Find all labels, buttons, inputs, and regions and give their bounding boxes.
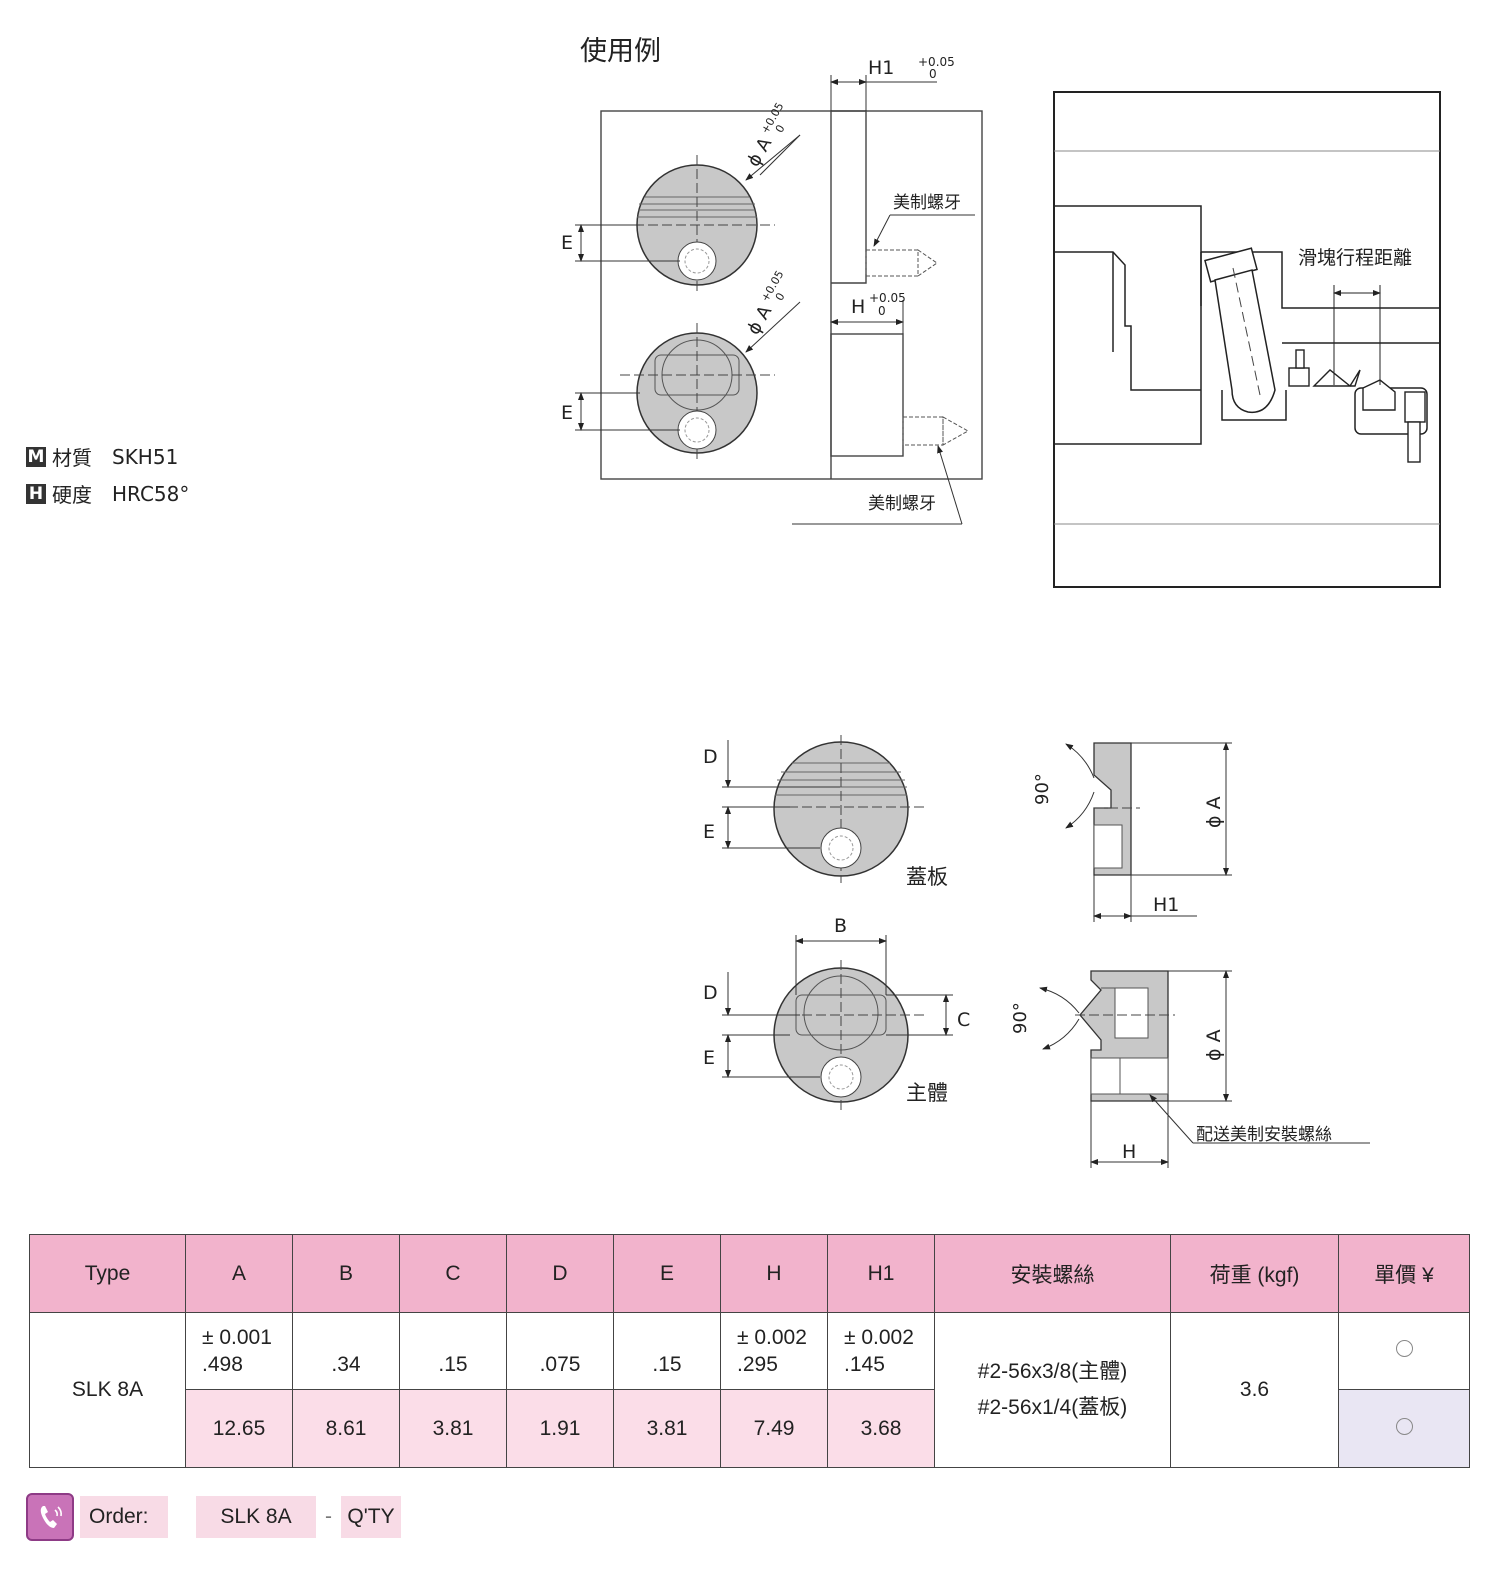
usage-h-tol-plus: +0.05: [869, 291, 906, 305]
usage-screws: [865, 249, 970, 446]
order-line: Order: SLK 8A - Q'TY: [26, 1493, 401, 1541]
cell-h1-mm: 3.68: [827, 1389, 935, 1468]
hardness-line: H 硬度 HRC58°: [26, 479, 189, 508]
order-qty-field[interactable]: Q'TY: [341, 1496, 401, 1538]
usage-h1-label: H1: [868, 57, 894, 79]
cell-h1-inch: ± 0.002.145: [827, 1312, 935, 1390]
cover-angle-label: 90°: [1032, 773, 1053, 805]
svg-text:ϕ A: ϕ A: [743, 302, 776, 339]
body-phiA-label: ϕ A: [1203, 1029, 1225, 1061]
cover-phiA-label: ϕ A: [1203, 796, 1225, 828]
body-h-label: H: [1122, 1141, 1136, 1163]
usage-h-tol-zero: 0: [878, 304, 886, 318]
order-label: Order:: [80, 1496, 168, 1538]
usage-thread-label-1: 美制螺牙: [893, 193, 961, 213]
header-screw: 安裝螺絲: [934, 1234, 1171, 1313]
usage-h1-tol-zero: 0: [929, 67, 937, 81]
header-e: E: [613, 1234, 721, 1313]
header-d: D: [506, 1234, 614, 1313]
table-row-metric: 12.65 8.61 3.81 1.91 3.81 7.49 3.68: [30, 1389, 1470, 1468]
cell-c-inch: .15: [399, 1312, 507, 1390]
cell-a-inch: ± 0.001.498: [185, 1312, 293, 1390]
header-load: 荷重 (kgf): [1170, 1234, 1339, 1313]
cover-plate-side: [1093, 742, 1140, 876]
body-label: 主體: [906, 1081, 948, 1105]
body-e-label: E: [703, 1047, 715, 1069]
body-side: [1075, 970, 1175, 1102]
header-b: B: [292, 1234, 400, 1313]
cell-b-inch: .34: [292, 1312, 400, 1390]
usage-title: 使用例: [580, 36, 661, 67]
cell-h-mm: 7.49: [720, 1389, 828, 1468]
body-front: [760, 960, 925, 1110]
cell-e-mm: 3.81: [613, 1389, 721, 1468]
usage-body: [620, 323, 775, 463]
header-c: C: [399, 1234, 507, 1313]
svg-text:0: 0: [773, 291, 788, 304]
usage-cover-plate: [620, 155, 775, 295]
hardness-badge: H: [26, 483, 46, 504]
table-header-row: Type A B C D E H H1 安裝螺絲 荷重 (kgf) 單價 ¥: [29, 1234, 1470, 1313]
cell-b-mm: 8.61: [292, 1389, 400, 1468]
screws-included-label: 配送美制安裝螺絲: [1196, 1125, 1332, 1145]
usage-e-label-2: E: [561, 402, 573, 424]
usage-e-label-1: E: [561, 232, 573, 254]
material-line: M 材質 SKH51: [26, 442, 178, 471]
usage-phiA-bottom: ϕ A +0.05 0: [743, 268, 788, 339]
header-a: A: [185, 1234, 293, 1313]
phone-icon: [26, 1493, 74, 1541]
price-circle-icon: [1395, 1417, 1413, 1435]
hardness-label: 硬度: [52, 483, 92, 507]
usage-h1-tol-plus: +0.05: [918, 55, 955, 69]
hardness-value: HRC58°: [112, 481, 190, 506]
order-dash: -: [325, 1505, 332, 1528]
angular-pin: [1204, 247, 1276, 414]
body-b-label: B: [834, 915, 847, 937]
cell-c-mm: 3.81: [399, 1389, 507, 1468]
material-badge: M: [26, 446, 46, 467]
cell-d-inch: .075: [506, 1312, 614, 1390]
slide-locks: [1288, 349, 1426, 463]
header-h: H: [720, 1234, 828, 1313]
cell-type: SLK 8A: [29, 1312, 186, 1468]
cover-d-label: D: [703, 746, 718, 768]
cell-load: 3.6: [1170, 1312, 1339, 1468]
cell-h-inch: ± 0.002.295: [720, 1312, 828, 1390]
cover-h1-label: H1: [1153, 894, 1179, 916]
material-value: SKH51: [112, 444, 179, 469]
technical-drawing: 使用例: [561, 36, 1441, 1168]
svg-text:0: 0: [773, 123, 788, 136]
header-price: 單價 ¥: [1338, 1234, 1470, 1313]
cell-e-inch: .15: [613, 1312, 721, 1390]
cell-a-mm: 12.65: [185, 1389, 293, 1468]
usage-h-label: H: [851, 296, 865, 318]
cover-plate-label: 蓋板: [906, 865, 948, 889]
spec-table: Type A B C D E H H1 安裝螺絲 荷重 (kgf) 單價 ¥ S…: [29, 1234, 1470, 1468]
body-c-label: C: [957, 1009, 970, 1031]
slide-travel-label: 滑塊行程距離: [1298, 247, 1412, 269]
header-type: Type: [29, 1234, 186, 1313]
cover-e-label: E: [703, 821, 715, 843]
cell-price-2: [1338, 1389, 1470, 1468]
mold-section: [1053, 91, 1441, 588]
svg-text:ϕ A: ϕ A: [743, 134, 776, 171]
cell-price-1: [1338, 1312, 1470, 1390]
cover-plate-front: [760, 735, 925, 883]
material-label: 材質: [52, 446, 92, 470]
cell-screws: #2-56x3/8(主體)#2-56x1/4(蓋板): [934, 1312, 1171, 1468]
header-h1: H1: [827, 1234, 935, 1313]
table-row-inch: SLK 8A ± 0.001.498 .34 .15 .075 .15 ± 0.…: [29, 1312, 1470, 1468]
cell-d-mm: 1.91: [506, 1389, 614, 1468]
usage-thread-label-2: 美制螺牙: [868, 494, 936, 514]
price-circle-icon: [1395, 1340, 1413, 1357]
body-d-label: D: [703, 982, 718, 1004]
body-angle-label: 90°: [1010, 1002, 1031, 1034]
usage-example-plate: [600, 110, 983, 480]
order-type-field[interactable]: SLK 8A: [196, 1496, 316, 1538]
